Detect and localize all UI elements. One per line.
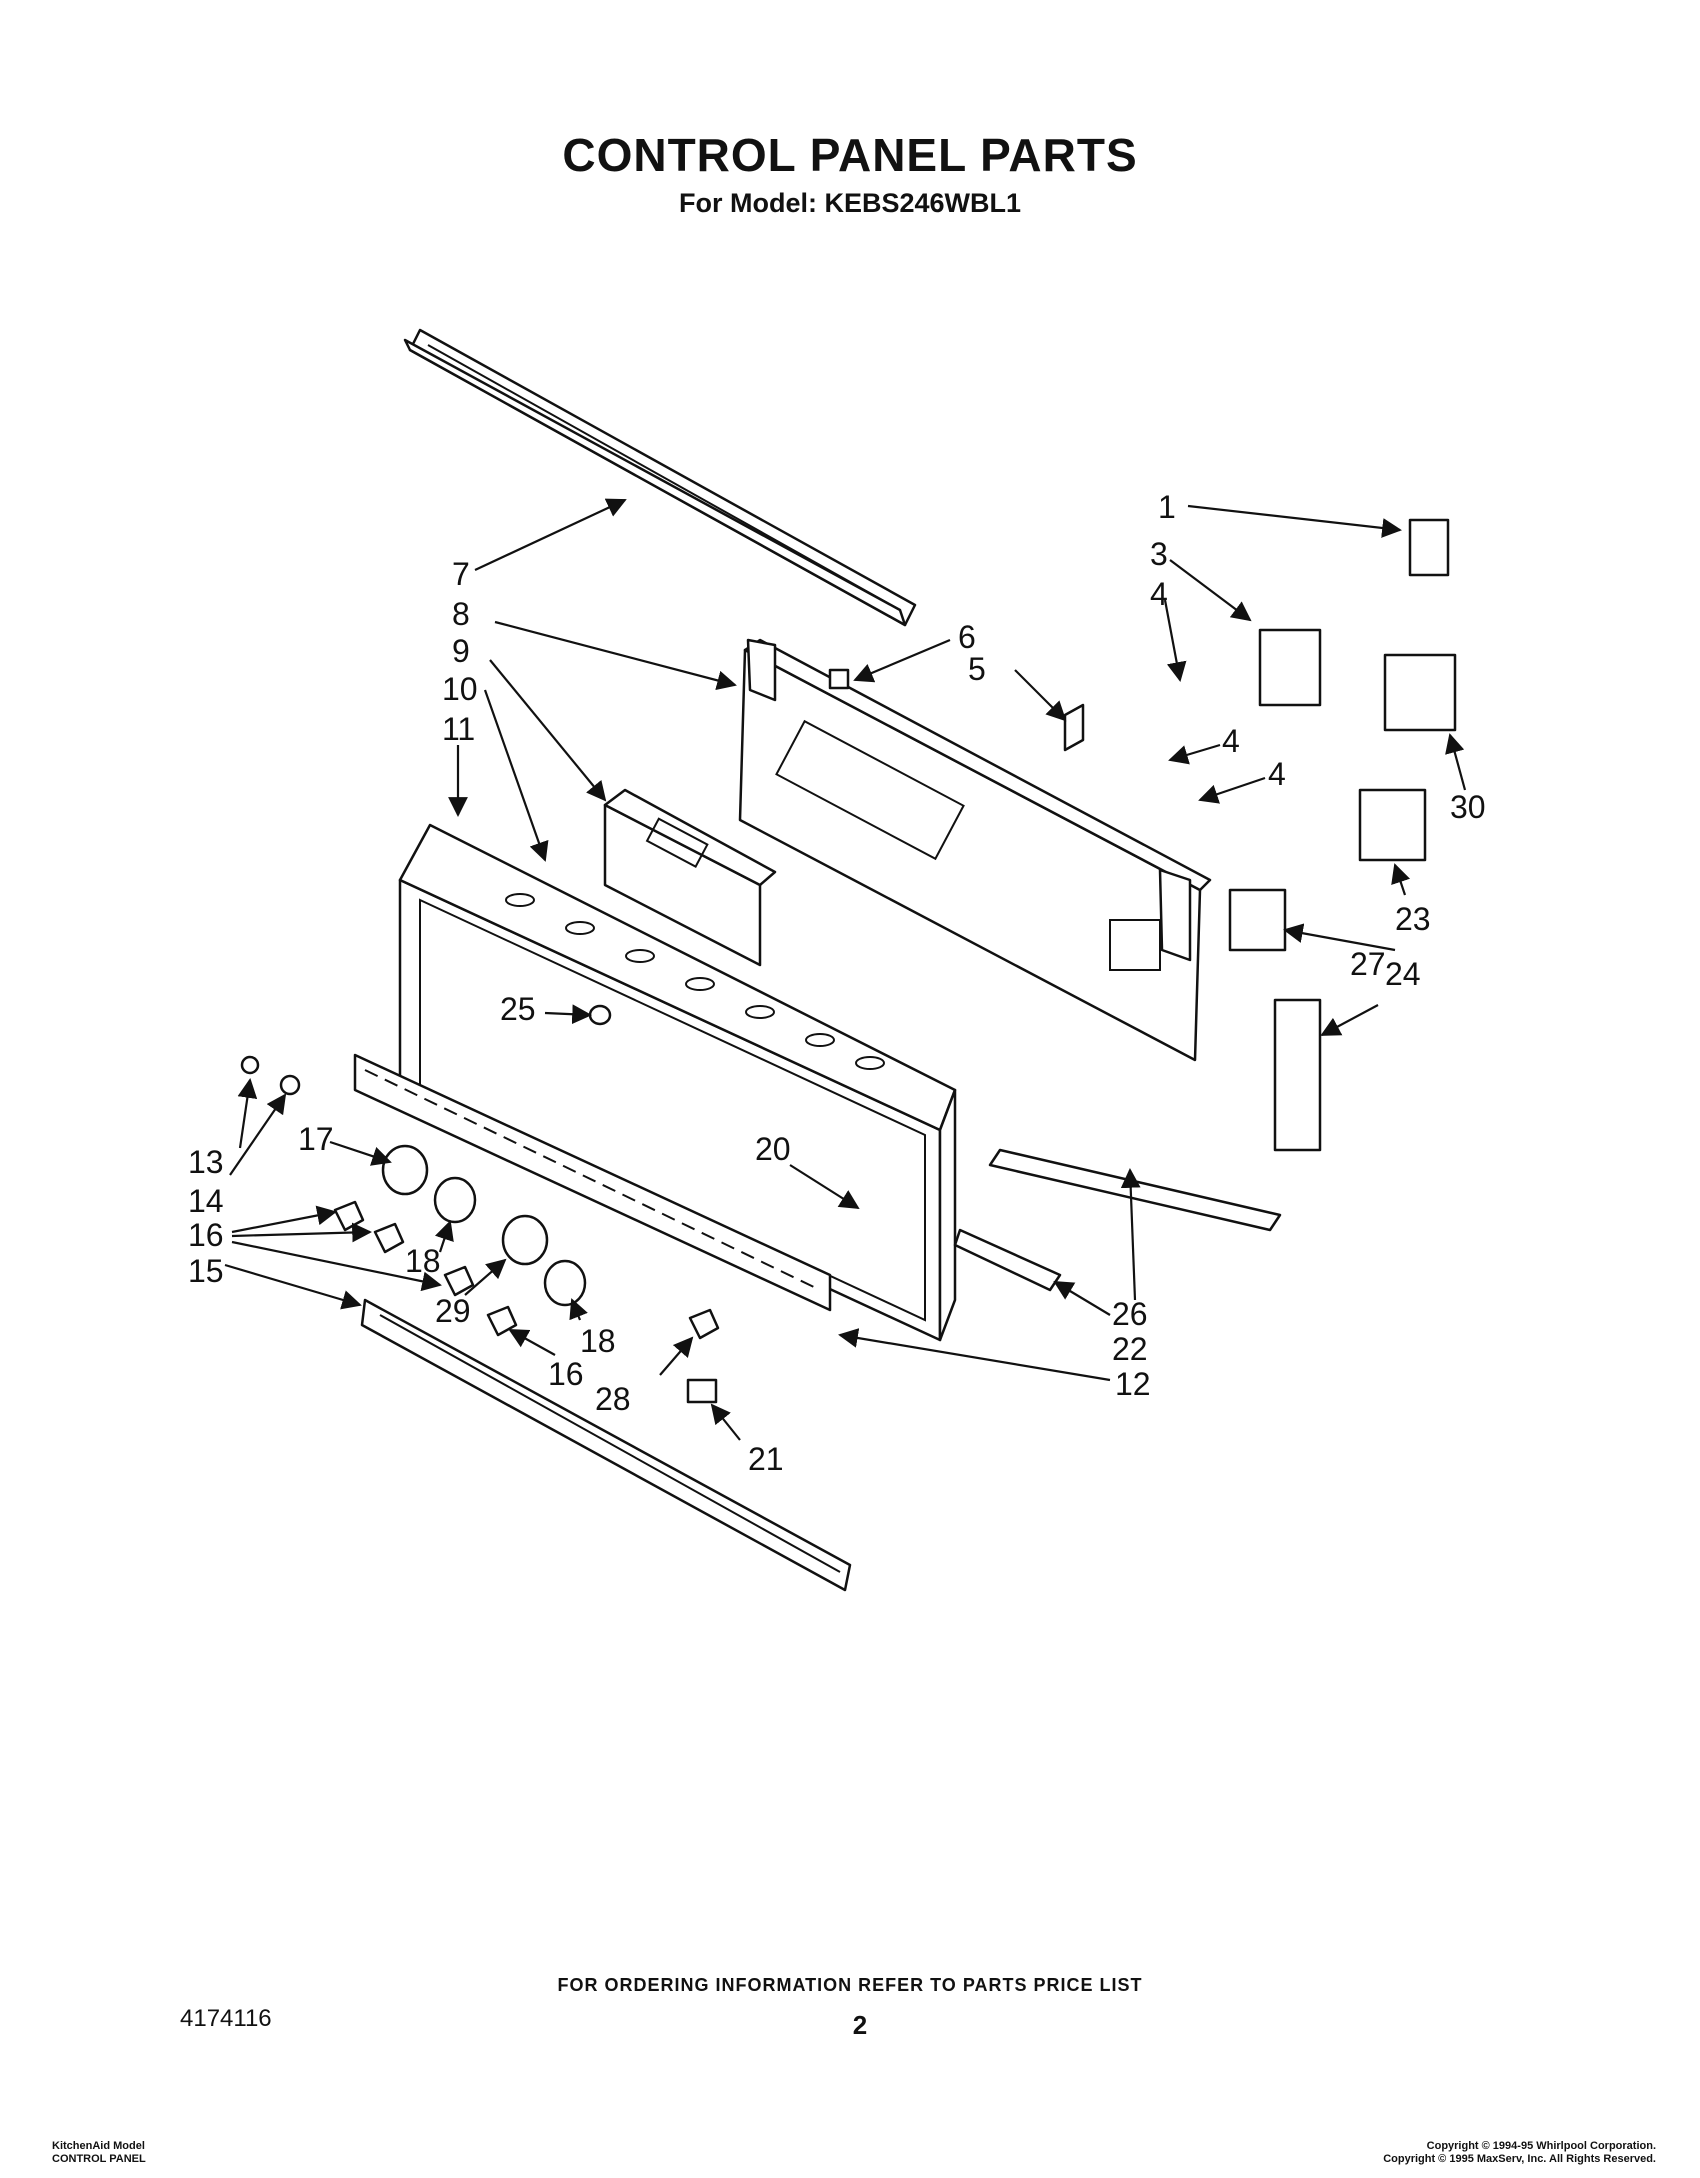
footer-copyright: Copyright © 1994-95 Whirlpool Corporatio…	[1383, 2140, 1656, 2166]
callout-14: 14	[188, 1183, 224, 1219]
callout-3: 3	[1150, 536, 1168, 572]
callout-12: 12	[1115, 1366, 1151, 1402]
leader-lines	[224, 498, 1467, 1441]
callout-21: 21	[748, 1441, 784, 1477]
callout-18a: 18	[405, 1243, 441, 1279]
callout-labels: 1 3 4 4 4 5 6 7 8 9 10 11 12 13 14 15 16…	[188, 489, 1486, 1477]
bottom-trim-strip	[360, 1298, 852, 1592]
callout-4a: 4	[1150, 576, 1168, 612]
electronic-control	[603, 788, 777, 967]
copyright-line-2: Copyright © 1995 MaxServ, Inc. All Right…	[1383, 2153, 1656, 2165]
top-trim-strip	[403, 328, 917, 627]
callout-23: 23	[1395, 901, 1431, 937]
footer-model-info: KitchenAid Model CONTROL PANEL	[52, 2140, 146, 2166]
footer-model-line-2: CONTROL PANEL	[52, 2153, 146, 2165]
callout-22: 22	[1112, 1331, 1148, 1367]
callout-9: 9	[452, 633, 470, 669]
callout-1: 1	[1158, 489, 1176, 525]
callout-16b: 16	[548, 1356, 584, 1392]
callout-30: 30	[1450, 789, 1486, 825]
callout-10: 10	[442, 671, 478, 707]
callout-8: 8	[452, 596, 470, 632]
callout-28: 28	[595, 1381, 631, 1417]
callout-20: 20	[755, 1131, 791, 1167]
callout-29: 29	[435, 1293, 471, 1329]
callout-4c: 4	[1268, 756, 1286, 792]
callout-15: 15	[188, 1253, 224, 1289]
callout-27: 27	[1350, 946, 1386, 982]
knobs-and-bezels	[240, 668, 1085, 1404]
callout-4b: 4	[1222, 723, 1240, 759]
mounting-bracket	[738, 638, 1212, 1062]
graphics-insert	[353, 1053, 832, 1312]
callout-25: 25	[500, 991, 536, 1027]
page-title: CONTROL PANEL PARTS	[562, 129, 1138, 181]
callout-24: 24	[1385, 956, 1421, 992]
callout-5: 5	[968, 651, 986, 687]
callout-18b: 18	[580, 1323, 616, 1359]
support-rail	[953, 1148, 1282, 1292]
page-number: 2	[852, 2010, 868, 2040]
callout-26: 26	[1112, 1296, 1148, 1332]
callout-11: 11	[442, 711, 475, 747]
callout-6: 6	[958, 619, 976, 655]
callout-16a: 16	[188, 1217, 224, 1253]
footer-model-line-1: KitchenAid Model	[52, 2140, 145, 2152]
document-number: 4174116	[180, 2005, 272, 2032]
copyright-line-1: Copyright © 1994-95 Whirlpool Corporatio…	[1426, 2140, 1656, 2152]
control-panel-frame	[398, 823, 957, 1342]
callout-13: 13	[188, 1144, 224, 1180]
ordering-note: FOR ORDERING INFORMATION REFER TO PARTS …	[557, 1975, 1143, 1995]
switch-components	[1228, 518, 1457, 1152]
callout-7: 7	[452, 556, 470, 592]
model-subtitle: For Model: KEBS246WBL1	[678, 188, 1022, 218]
callout-17: 17	[298, 1121, 334, 1157]
